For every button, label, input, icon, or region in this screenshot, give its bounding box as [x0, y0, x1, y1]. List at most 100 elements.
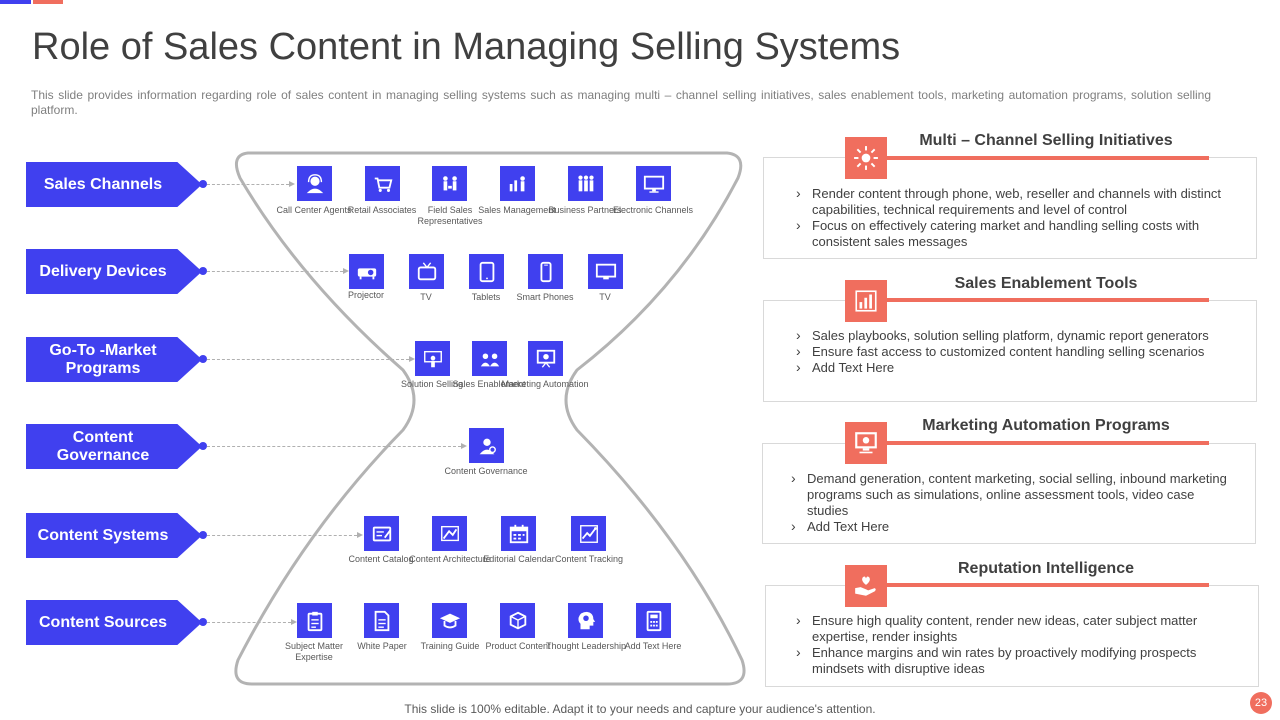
connector-dot	[199, 531, 207, 539]
item-label: Subject Matter Expertise	[284, 641, 344, 662]
smartphone-icon	[528, 254, 563, 289]
item-label: Field Sales Representatives	[417, 205, 483, 226]
content-catalog-icon	[364, 516, 399, 551]
card-heading-underline	[887, 583, 1209, 587]
top-accent-blue	[0, 0, 31, 4]
bullet-item: Ensure high quality content, render new …	[792, 612, 1222, 645]
sales-management-icon	[500, 166, 535, 201]
calculator-icon	[636, 603, 671, 638]
hand-heart-icon	[845, 565, 887, 607]
page-number: 23	[1250, 692, 1272, 714]
bullet-item: Add Text Here	[787, 518, 1237, 535]
solution-selling-icon	[415, 341, 450, 376]
card-heading-underline	[887, 156, 1209, 160]
connector-arrow	[409, 356, 415, 362]
connector-dot	[199, 355, 207, 363]
page-title: Role of Sales Content in Managing Sellin…	[32, 26, 901, 68]
retro-tv-icon	[409, 254, 444, 289]
item-label: Content Catalog	[348, 554, 414, 564]
business-partners-icon	[568, 166, 603, 201]
item-label: Retail Associates	[347, 205, 417, 215]
content-governance-icon	[469, 428, 504, 463]
row-label-content-sources: Content Sources	[26, 600, 202, 645]
item-label: Call Center Agents	[276, 205, 352, 215]
connector-dot	[199, 267, 207, 275]
bullet-item: Demand generation, content marketing, so…	[787, 470, 1237, 519]
row-label-go-to-market: Go-To -Market Programs	[26, 337, 202, 382]
connector-arrow	[343, 268, 349, 274]
item-label: Add Text Here	[624, 641, 682, 651]
bullet-item: Add Text Here	[792, 359, 1237, 376]
call-center-agent-icon	[297, 166, 332, 201]
sun-network-icon	[845, 137, 887, 179]
automation-monitor-icon	[845, 422, 887, 464]
electronic-channel-icon	[636, 166, 671, 201]
connector-arrow	[357, 532, 363, 538]
item-label: TV	[599, 292, 611, 302]
document-icon	[364, 603, 399, 638]
card-bullets: Sales playbooks, solution selling platfo…	[792, 327, 1237, 376]
connector-arrow	[291, 619, 297, 625]
bullet-item: Render content through phone, web, resel…	[792, 185, 1237, 218]
page-subtitle: This slide provides information regardin…	[31, 88, 1211, 117]
item-label: Solution Selling	[400, 379, 464, 389]
item-label: Sales Management	[478, 205, 556, 215]
connector-line	[207, 271, 343, 272]
tracking-chart-icon	[571, 516, 606, 551]
row-label-delivery-devices: Delivery Devices	[26, 249, 202, 294]
item-label: Thought Leadership	[545, 641, 627, 651]
item-label: Projector	[347, 290, 384, 300]
card-heading: Sales Enablement Tools	[954, 275, 1138, 292]
row-label-content-systems: Content Systems	[26, 513, 202, 558]
connector-line	[207, 535, 357, 536]
item-label: Smart Phones	[516, 292, 574, 302]
bullet-item: Focus on effectively catering market and…	[792, 217, 1237, 250]
card-bullets: Render content through phone, web, resel…	[792, 185, 1237, 250]
top-accent-coral	[33, 0, 63, 4]
connector-dot	[199, 180, 207, 188]
monitor-tv-icon	[588, 254, 623, 289]
retail-cart-icon	[365, 166, 400, 201]
card-heading-underline	[887, 441, 1209, 445]
bar-chart-icon	[845, 280, 887, 322]
item-label: Business Partners	[548, 205, 622, 215]
row-label-content-governance: Content Governance	[26, 424, 202, 469]
card-bullets: Ensure high quality content, render new …	[792, 612, 1222, 677]
card-bullets: Demand generation, content marketing, so…	[787, 470, 1237, 535]
item-label: Tablets	[471, 292, 501, 302]
projector-icon	[349, 254, 384, 289]
connector-line	[207, 446, 461, 447]
item-label: Training Guide	[420, 641, 480, 651]
card-heading: Multi – Channel Selling Initiatives	[919, 132, 1173, 149]
item-label: Content Governance	[444, 466, 528, 476]
connector-line	[207, 622, 291, 623]
marketing-automation-icon	[528, 341, 563, 376]
bullet-item: Sales playbooks, solution selling platfo…	[792, 327, 1237, 344]
item-label: Content Tracking	[554, 554, 624, 564]
connector-arrow	[461, 443, 467, 449]
card-heading: Marketing Automation Programs	[922, 417, 1170, 434]
footer-note: This slide is 100% editable. Adapt it to…	[404, 702, 876, 716]
field-sales-people-icon	[432, 166, 467, 201]
content-architecture-icon	[432, 516, 467, 551]
sales-enablement-icon	[472, 341, 507, 376]
item-label: Editorial Calendar	[483, 554, 555, 564]
connector-dot	[199, 618, 207, 626]
item-label: Product Content	[485, 641, 551, 651]
card-heading-underline	[887, 298, 1209, 302]
item-label: TV	[420, 292, 432, 302]
bullet-item: Ensure fast access to customized content…	[792, 343, 1237, 360]
product-box-icon	[500, 603, 535, 638]
bullet-item: Enhance margins and win rates by proacti…	[792, 644, 1222, 677]
row-label-sales-channels: Sales Channels	[26, 162, 202, 207]
item-label: Sales Enablement	[452, 379, 526, 389]
thought-head-icon	[568, 603, 603, 638]
connector-line	[207, 184, 289, 185]
item-label: White Paper	[357, 641, 407, 651]
tablet-icon	[469, 254, 504, 289]
connector-arrow	[289, 181, 295, 187]
connector-dot	[199, 442, 207, 450]
item-label: Content Architecture	[409, 554, 491, 564]
connector-line	[207, 359, 409, 360]
card-heading: Reputation Intelligence	[957, 560, 1134, 577]
